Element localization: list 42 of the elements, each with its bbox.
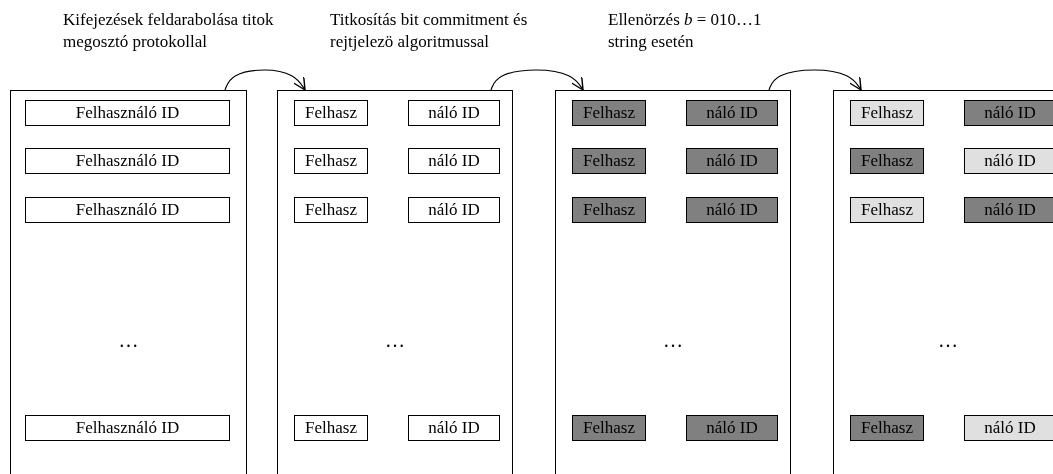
ellipsis: … — [937, 329, 959, 352]
panel-box — [277, 90, 513, 474]
field-box: náló ID — [408, 197, 500, 223]
curved-arrow — [490, 69, 584, 91]
field-box: náló ID — [408, 415, 500, 441]
field-box: náló ID — [686, 197, 778, 223]
field-box: Felhasz — [572, 415, 646, 441]
field-box: Felhasz — [294, 415, 368, 441]
panel-box — [10, 90, 247, 474]
edge-label: Titkosítás bit commitment és rejtjelezö algoritmussal — [330, 9, 529, 53]
ellipsis: … — [384, 329, 406, 352]
field-box: náló ID — [686, 415, 778, 441]
field-box: náló ID — [686, 148, 778, 174]
ellipsis: … — [662, 329, 684, 352]
field-box: náló ID — [408, 148, 500, 174]
field-box: Felhasz — [850, 197, 924, 223]
edge-label: Kifejezések feldarabolása titok megosztó protokollal — [63, 9, 275, 53]
field-box: náló ID — [964, 197, 1053, 223]
field-box: Felhasználó ID — [25, 100, 230, 126]
field-box: náló ID — [964, 148, 1053, 174]
curved-arrow — [768, 69, 862, 91]
field-box: Felhasz — [572, 197, 646, 223]
field-box: Felhasz — [850, 100, 924, 126]
field-box: Felhasz — [294, 197, 368, 223]
field-box: Felhasz — [572, 148, 646, 174]
field-box: náló ID — [408, 100, 500, 126]
field-box: Felhasz — [572, 100, 646, 126]
field-box: náló ID — [964, 415, 1053, 441]
field-box: náló ID — [964, 100, 1053, 126]
field-box: Felhasz — [294, 100, 368, 126]
ellipsis: … — [117, 329, 140, 352]
panel-box — [555, 90, 791, 474]
field-box: Felhasz — [850, 148, 924, 174]
edge-label: Ellenörzés b = 010…1 string esetén — [608, 9, 763, 53]
field-box: Felhasználó ID — [25, 148, 230, 174]
panel-box — [833, 90, 1053, 474]
field-box: Felhasználó ID — [25, 197, 230, 223]
curved-arrow — [224, 69, 306, 91]
field-box: Felhasz — [850, 415, 924, 441]
field-box: Felhasználó ID — [25, 415, 230, 441]
field-box: náló ID — [686, 100, 778, 126]
field-box: Felhasz — [294, 148, 368, 174]
